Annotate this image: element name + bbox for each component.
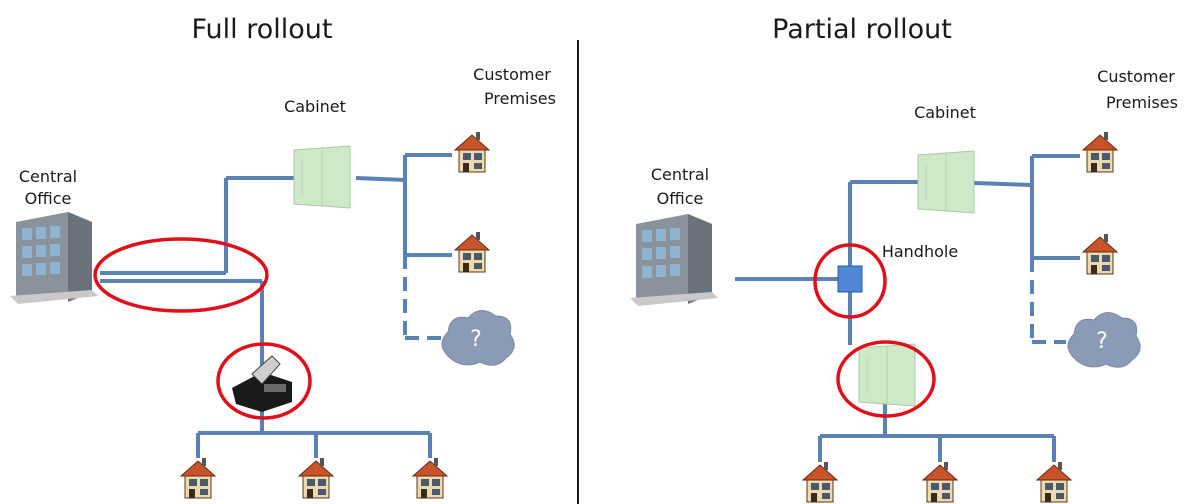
house-icon: [412, 457, 448, 499]
central-office-label-line1: Central: [651, 165, 709, 184]
house-icon: [1082, 233, 1118, 275]
central-office-building-icon: [10, 212, 98, 304]
cable-lines: [100, 153, 452, 458]
house-icon: [180, 457, 216, 499]
partial-rollout-panel: Partial rollout Central Office Cabinet C…: [630, 14, 1178, 503]
cable-lines: [735, 154, 1080, 462]
central-office-building-icon: [630, 214, 718, 306]
splice-closure-icon: [232, 355, 292, 412]
house-icon: [802, 461, 838, 503]
handhole-label: Handhole: [882, 242, 958, 261]
central-office-label-line2: Office: [25, 189, 72, 208]
handhole-icon: [837, 265, 863, 293]
central-office-label-line1: Central: [19, 167, 77, 186]
highlight-ellipse: [813, 243, 887, 319]
panel-title-partial: Partial rollout: [772, 14, 952, 45]
cabinet-label: Cabinet: [284, 97, 346, 116]
cabinet-icon: [293, 145, 351, 209]
customer-premises-label-line2: Premises: [484, 89, 556, 108]
house-icon: [298, 457, 334, 499]
cabinet-icon: [917, 150, 975, 214]
customer-premises-label-line1: Customer: [473, 65, 551, 84]
customer-premises-label-line1: Customer: [1097, 67, 1175, 86]
unknown-premises-label: ?: [470, 327, 482, 352]
highlight-ellipse: [836, 340, 936, 418]
house-icon: [922, 461, 958, 503]
customer-premises-label-line2: Premises: [1106, 93, 1178, 112]
panel-title-full: Full rollout: [192, 14, 333, 45]
highlight-ellipse: [93, 237, 269, 313]
full-rollout-panel: Full rollout Central Office Cabinet Cust…: [10, 14, 556, 499]
cabinet-label: Cabinet: [914, 103, 976, 122]
house-icon: [1036, 461, 1072, 503]
house-icon: [454, 131, 490, 173]
cabinet-icon: [858, 343, 916, 407]
highlight-ellipse: [216, 342, 312, 420]
central-office-label-line2: Office: [657, 189, 704, 208]
house-icon: [1082, 131, 1118, 173]
house-icon: [454, 231, 490, 273]
unknown-premises-label: ?: [1096, 329, 1108, 354]
